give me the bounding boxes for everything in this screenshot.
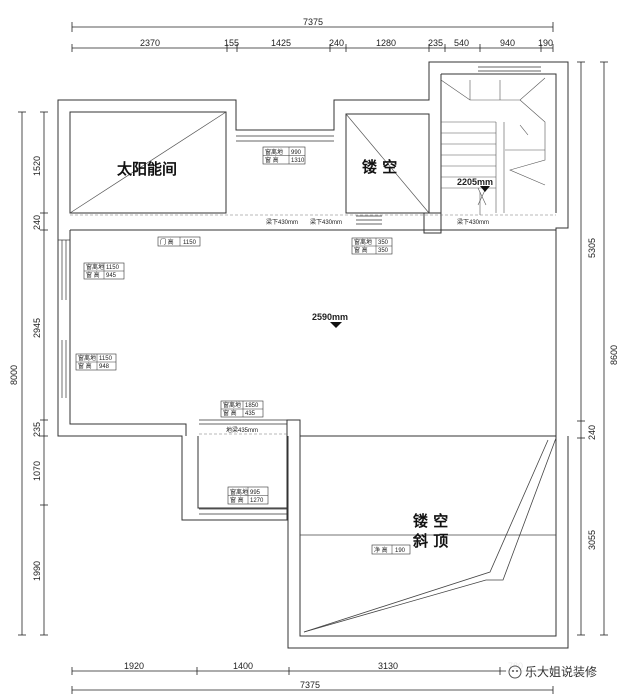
right-dim-3: 3055	[587, 530, 597, 550]
height-tag-label: 净 高	[374, 546, 388, 554]
staircase	[440, 77, 546, 215]
left-dim-6: 1990	[32, 561, 42, 581]
bottom-dim-2: 1400	[233, 661, 253, 671]
top-dim-7: 540	[454, 38, 469, 48]
left-dim-3: 2945	[32, 318, 42, 338]
right-dimension-chain	[577, 61, 608, 636]
window-tag-1-value-a: 990	[291, 150, 302, 156]
top-dim-1: 2370	[140, 38, 160, 48]
window-tag-4: 窗离地 1150 窗 高 945	[83, 262, 125, 280]
bottom-total-dimension: 7375	[300, 680, 320, 690]
top-dim-3: 1425	[271, 38, 291, 48]
watermark-text: 乐大姐说装修	[525, 664, 597, 679]
right-dim-2: 240	[587, 425, 597, 440]
walls	[57, 61, 569, 649]
bottom-dim-3: 3130	[378, 661, 398, 671]
window-tag-7-label-b: 窗 高	[230, 496, 244, 504]
sloped-roof-lines	[300, 437, 557, 633]
top-dim-5: 1280	[376, 38, 396, 48]
left-dim-1: 1520	[32, 156, 42, 176]
window-tag-4-label-a: 窗离地	[86, 263, 104, 271]
floor-level-label: 2590mm	[312, 312, 348, 322]
solar-room-label: 太阳能间	[117, 160, 177, 178]
left-dimension-chain	[18, 111, 48, 636]
window-tag-6-label-a: 窗离地	[223, 401, 241, 409]
bottom-dim-1: 1920	[124, 661, 144, 671]
right-total-dimension: 8600	[609, 345, 619, 365]
beam-label-2: 梁下430mm	[310, 218, 342, 226]
left-total-dimension: 8000	[9, 365, 19, 385]
door-tag-label: 门 高	[160, 238, 174, 246]
watermark: 乐大姐说装修	[506, 662, 616, 682]
door-tag: 门 高 1150	[157, 236, 201, 247]
ground-beam-label: 地梁435mm	[226, 426, 258, 434]
window-tag-4-label-b: 窗 高	[86, 271, 100, 279]
top-void-label: 镂 空	[362, 158, 397, 176]
bottom-void-label-1: 镂 空	[413, 512, 448, 530]
right-dim-1: 5305	[587, 238, 597, 258]
top-total-dimension: 7375	[303, 17, 323, 27]
window-tag-6: 窗离地 1850 窗 高 435	[220, 400, 264, 418]
window-tag-7-value-a: 995	[250, 490, 261, 496]
window-tag-3: 窗离地 350 窗 高 350	[351, 237, 393, 255]
window-tag-5: 窗离地 1150 窗 高 948	[75, 353, 117, 371]
height-tag-value: 190	[395, 548, 406, 554]
window-tag-3-value-a: 350	[378, 240, 389, 246]
window-tag-1: 窗离地 990 窗 高 1310	[262, 146, 306, 165]
window-tag-5-value-a: 1150	[99, 356, 113, 362]
beam-label-1: 梁下430mm	[266, 218, 298, 226]
top-dim-8: 940	[500, 38, 515, 48]
watermark-logo-icon	[508, 665, 522, 679]
window-tag-4-value-a: 1150	[106, 265, 120, 271]
window-tag-6-value-b: 435	[245, 411, 256, 417]
window-tag-5-label-a: 窗离地	[78, 354, 96, 362]
window-tag-7: 窗离地 995 窗 高 1270	[227, 486, 269, 505]
window-openings	[58, 61, 541, 515]
stair-level-label: 2205mm	[457, 177, 493, 187]
top-dim-9: 190	[538, 38, 553, 48]
beam-lines	[70, 214, 556, 435]
window-tag-4-value-b: 945	[106, 273, 117, 279]
top-dim-6: 235	[428, 38, 443, 48]
height-tag: 净 高 190	[371, 544, 411, 555]
void-x-marks	[69, 111, 430, 214]
window-tag-1-label-a: 窗离地	[265, 148, 283, 156]
window-tag-3-value-b: 350	[378, 248, 389, 254]
top-dimension-chain	[71, 22, 554, 52]
beam-label-3: 梁下430mm	[457, 218, 489, 226]
bottom-void-label-2: 斜 顶	[412, 532, 448, 550]
level-marker-icons	[330, 186, 490, 328]
window-tag-6-value-a: 1850	[245, 403, 259, 409]
window-tag-1-label-b: 窗 高	[265, 156, 279, 164]
door-tag-value: 1150	[183, 240, 197, 246]
window-tag-3-label-a: 窗离地	[354, 238, 372, 246]
bottom-dimension-chain	[71, 667, 554, 694]
window-tag-5-label-b: 窗 高	[78, 362, 92, 370]
window-tag-3-label-b: 窗 高	[354, 246, 368, 254]
window-tag-6-label-b: 窗 高	[223, 409, 237, 417]
window-tag-1-value-b: 1310	[291, 158, 305, 164]
top-dim-4: 240	[329, 38, 344, 48]
left-dim-4: 235	[32, 422, 42, 437]
window-tag-5-value-b: 948	[99, 364, 110, 370]
left-dim-5: 1070	[32, 461, 42, 481]
window-tag-7-value-b: 1270	[250, 498, 264, 504]
left-dim-2: 240	[32, 215, 42, 230]
top-dim-2: 155	[224, 38, 239, 48]
window-tag-7-label-a: 窗离地	[230, 488, 248, 496]
